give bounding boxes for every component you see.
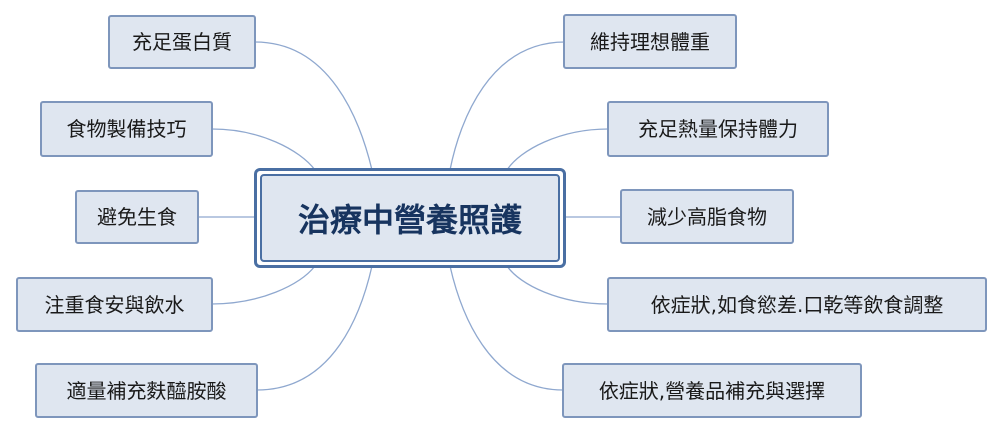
topic-symptom-diet-adjust[interactable]: 依症狀,如食慾差.口乾等飲食調整 <box>607 277 987 332</box>
topic-calories-energy[interactable]: 充足熱量保持體力 <box>607 101 829 157</box>
topic-avoid-raw-food[interactable]: 避免生食 <box>75 190 199 244</box>
connector-right-5 <box>449 265 564 391</box>
connector-left-1 <box>254 41 373 171</box>
connector-left-4 <box>211 265 316 305</box>
topic-ideal-weight[interactable]: 維持理想體重 <box>563 14 737 69</box>
connector-left-2 <box>211 128 316 171</box>
connector-right-4 <box>506 265 609 305</box>
topic-food-safety-water[interactable]: 注重食安與飲水 <box>16 277 213 332</box>
central-topic-label: 治療中營養照護 <box>260 174 560 262</box>
topic-supplement-selection[interactable]: 依症狀,營養品補充與選擇 <box>562 363 862 418</box>
central-topic[interactable]: 治療中營養照護 <box>254 168 566 268</box>
topic-food-prep[interactable]: 食物製備技巧 <box>40 101 213 157</box>
connector-left-5 <box>256 265 373 391</box>
connector-right-1 <box>449 41 566 171</box>
topic-reduce-fat[interactable]: 減少高脂食物 <box>620 189 794 244</box>
topic-protein[interactable]: 充足蛋白質 <box>108 15 256 69</box>
topic-glutamine[interactable]: 適量補充麩醯胺酸 <box>35 363 258 418</box>
connector-right-2 <box>506 128 609 171</box>
